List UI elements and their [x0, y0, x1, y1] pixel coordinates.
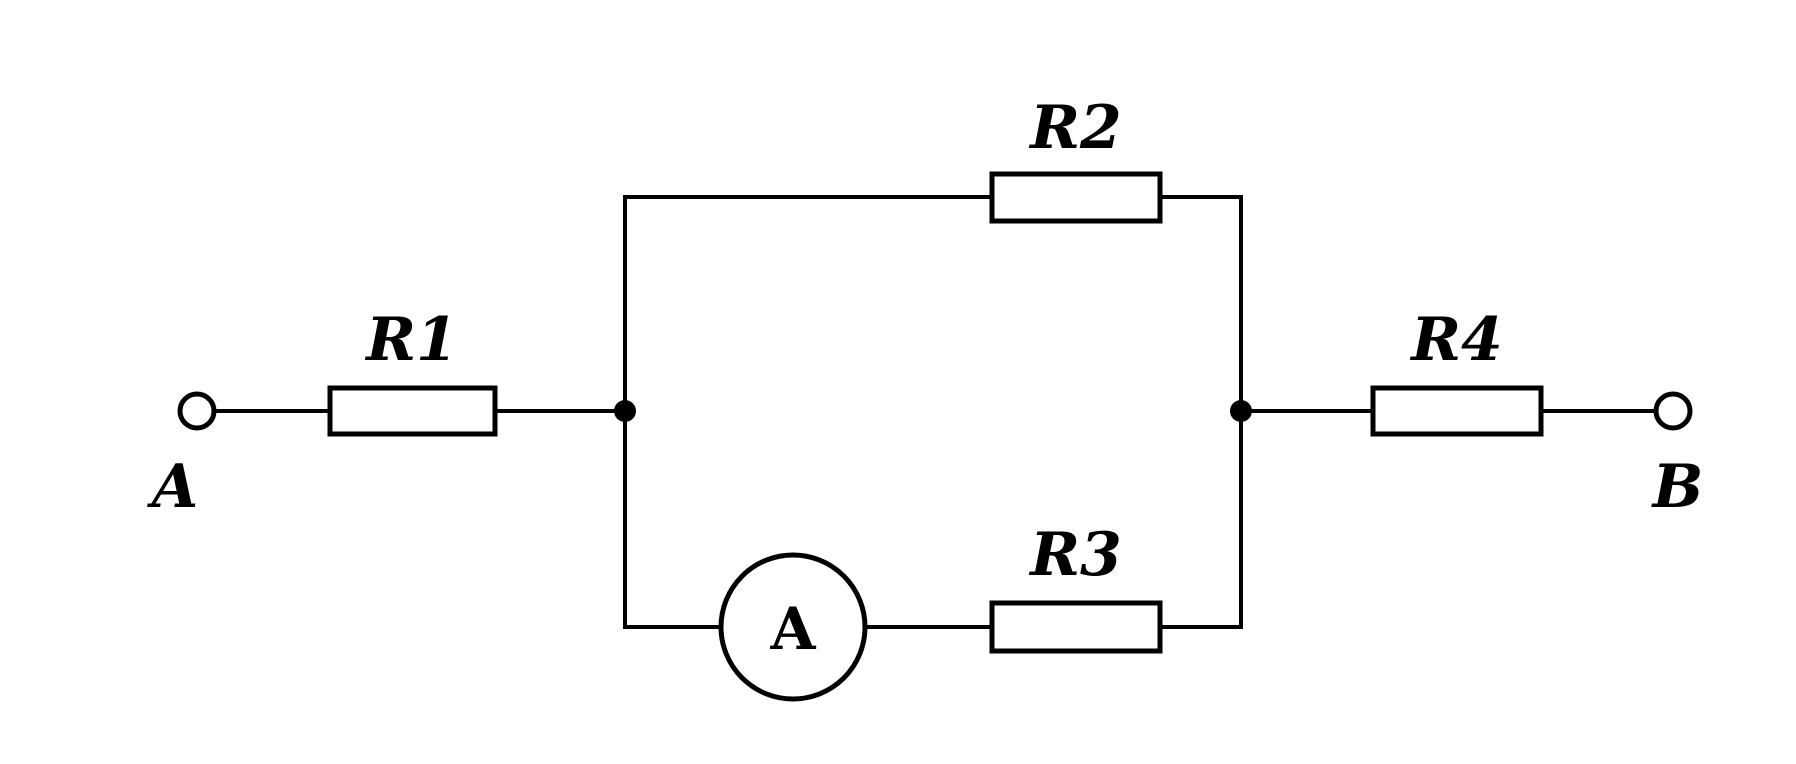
ammeter-symbol	[718, 552, 868, 702]
label-r2: R2	[1028, 93, 1122, 163]
terminal-a	[177, 391, 217, 431]
ammeter-label: A	[769, 595, 816, 663]
resistor-r3	[989, 600, 1163, 654]
label-terminal-a: A	[147, 452, 199, 522]
label-r4: R4	[1409, 305, 1503, 375]
label-r3: R3	[1028, 520, 1122, 590]
resistor-r1	[327, 385, 498, 437]
terminal-b	[1653, 391, 1693, 431]
label-terminal-b: B	[1651, 452, 1704, 522]
junction-right	[1230, 400, 1252, 422]
resistor-r2	[989, 171, 1163, 224]
resistor-r4	[1370, 385, 1544, 437]
label-r1: R1	[364, 305, 458, 375]
junction-left	[614, 400, 636, 422]
